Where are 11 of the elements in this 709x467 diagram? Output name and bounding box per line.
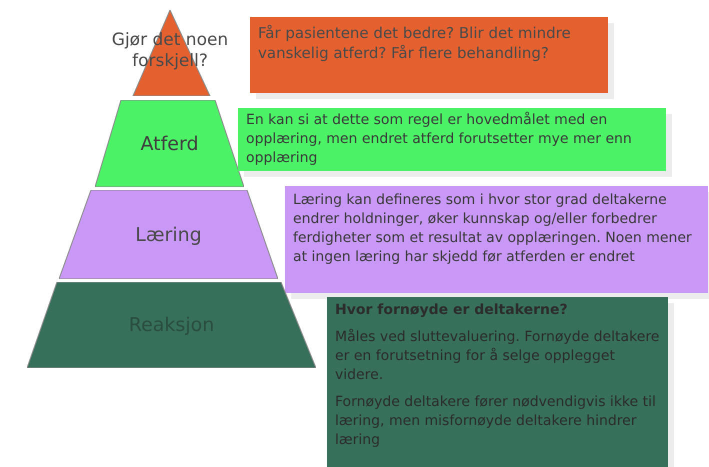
tier-label: Atferd [139, 132, 200, 156]
text-box [250, 17, 608, 93]
box-text: Får pasientene det bedre? Blir det mindre vanskelig atferd? Får flere behandling? [258, 23, 572, 63]
box-text: Måles ved sluttevaluering. Fornøyde deltakere er en forutsetning for å selge opplegget videre. [335, 328, 660, 385]
box-heading: Hvor fornøyde er deltakerne? [335, 301, 569, 320]
text-box [285, 186, 708, 293]
text-box [327, 297, 668, 467]
box-text: Læring kan defineres som i hvor stor grad deltakerne endrer holdninger, øker kunnskap og/eller forbedrer ferdigheter som et resultat av opplæringen. Noen mener at ingen læring har skjedd før atferden er endret [293, 191, 693, 267]
box-text: En kan si at dette som regel er hovedmålet med en opplæring, men endret atferd forutsetter mye mer enn opplæring [246, 111, 633, 168]
tier-label: Læring [134, 223, 203, 247]
box-text: Fornøyde deltakere fører nødvendigvis ikke til læring, men misfornøyde deltakere hindrer læring [335, 393, 657, 450]
